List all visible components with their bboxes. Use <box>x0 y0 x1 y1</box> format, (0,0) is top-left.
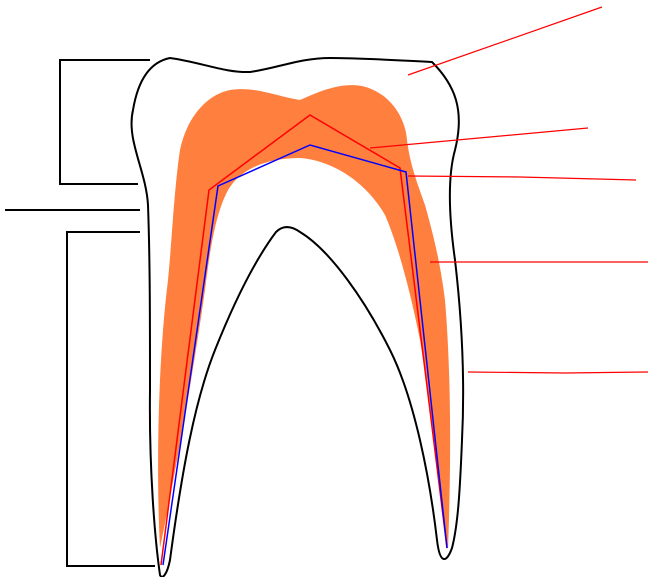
leader-line-cementum <box>468 372 648 373</box>
leader-line-enamel <box>408 7 602 75</box>
crown-bracket <box>60 60 150 184</box>
leader-line-pulp-chamber <box>408 176 636 180</box>
root-bracket <box>67 232 155 566</box>
pulp-region <box>158 85 450 550</box>
